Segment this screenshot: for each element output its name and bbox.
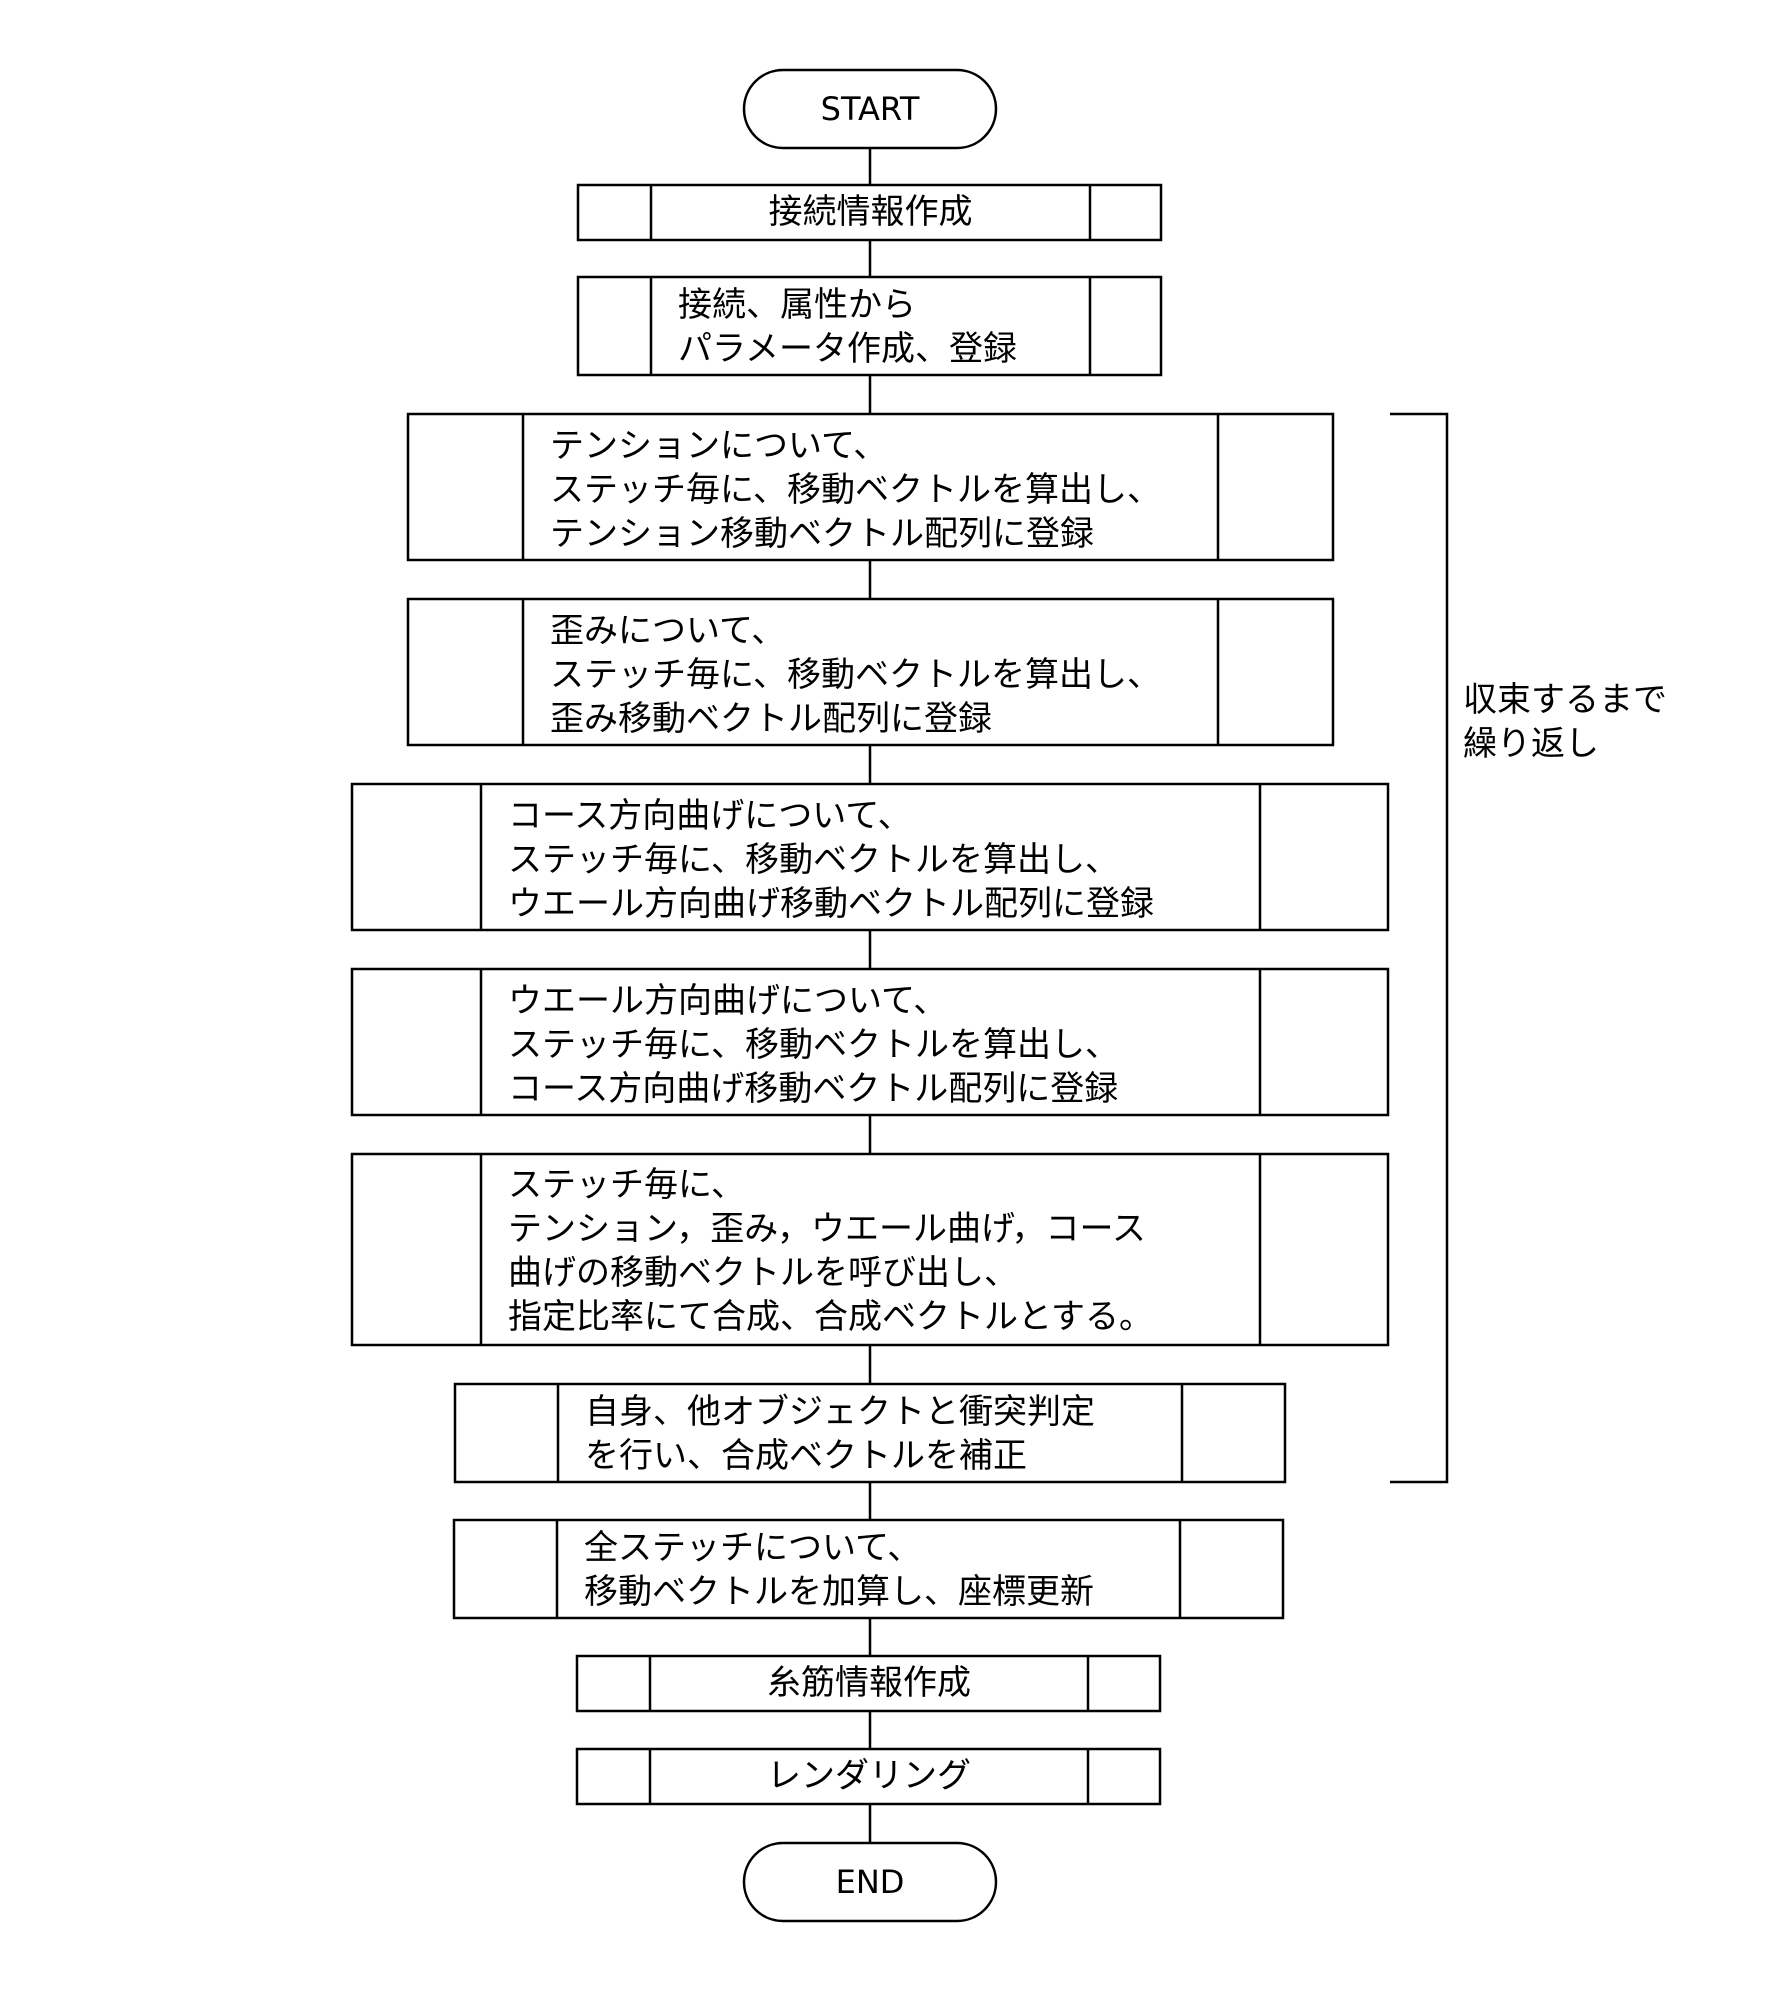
step-9-box (452, 1518, 1285, 1620)
loop-bracket (1390, 412, 1449, 1484)
step-3-line-3: テンション移動ベクトル配列に登録 (550, 514, 1094, 554)
step-8-line-1: 自身、他オブジェクトと衝突判定 (585, 1392, 1095, 1432)
step-9-line-1: 全ステッチについて、 (584, 1528, 922, 1568)
end-terminal (742, 1841, 998, 1923)
loop-label-line-2: 繰り返し (1463, 724, 1599, 764)
step-6-line-3: コース方向曲げ移動ベクトル配列に登録 (508, 1069, 1119, 1109)
step-11-box (575, 1747, 1162, 1806)
step-3-line-1: テンションについて、 (550, 426, 888, 466)
step-7-line-4: 指定比率にて合成、合成ベクトルとする。 (508, 1297, 1153, 1337)
step-2-line-2: パラメータ作成、登録 (678, 329, 1017, 369)
step-7-line-2: テンション，歪み，ウエール曲げ，コース (508, 1209, 1146, 1249)
step-11-line-1: レンダリング (767, 1756, 971, 1796)
step-10-box (575, 1654, 1162, 1713)
step-4-line-3: 歪み移動ベクトル配列に登録 (550, 699, 992, 739)
end-label: END (835, 1863, 905, 1901)
step-9-line-2: 移動ベクトルを加算し、座標更新 (584, 1572, 1094, 1612)
step-2-box (576, 275, 1163, 377)
step-5-line-2: ステッチ毎に、移動ベクトルを算出し、 (508, 840, 1119, 880)
step-5-box (350, 782, 1390, 932)
step-3-line-2: ステッチ毎に、移動ベクトルを算出し、 (550, 470, 1161, 510)
step-8-line-2: を行い、合成ベクトルを補正 (585, 1436, 1027, 1476)
step-1-box (576, 183, 1163, 242)
start-label: START (820, 90, 920, 128)
step-7-line-1: ステッチ毎に、 (508, 1165, 745, 1205)
step-7-line-3: 曲げの移動ベクトルを呼び出し、 (508, 1253, 1018, 1293)
step-8-box (453, 1382, 1287, 1484)
step-4-line-2: ステッチ毎に、移動ベクトルを算出し、 (550, 655, 1161, 695)
step-5-line-1: コース方向曲げについて、 (508, 796, 912, 836)
step-6-box (350, 967, 1390, 1117)
step-6-line-2: ステッチ毎に、移動ベクトルを算出し、 (508, 1025, 1119, 1065)
step-1-line-1: 接続情報作成 (768, 192, 973, 232)
step-10-line-1: 糸筋情報作成 (767, 1663, 971, 1703)
step-2-line-1: 接続、属性から (678, 285, 916, 325)
step-4-box (406, 597, 1335, 747)
step-6-line-1: ウエール方向曲げについて、 (508, 981, 948, 1021)
start-terminal (742, 68, 998, 150)
step-3-box (406, 412, 1335, 562)
step-5-line-3: ウエール方向曲げ移動ベクトル配列に登録 (508, 884, 1154, 924)
step-4-line-1: 歪みについて、 (550, 611, 786, 651)
step-7-box (350, 1152, 1390, 1347)
loop-label-line-1: 収束するまで (1463, 680, 1667, 720)
